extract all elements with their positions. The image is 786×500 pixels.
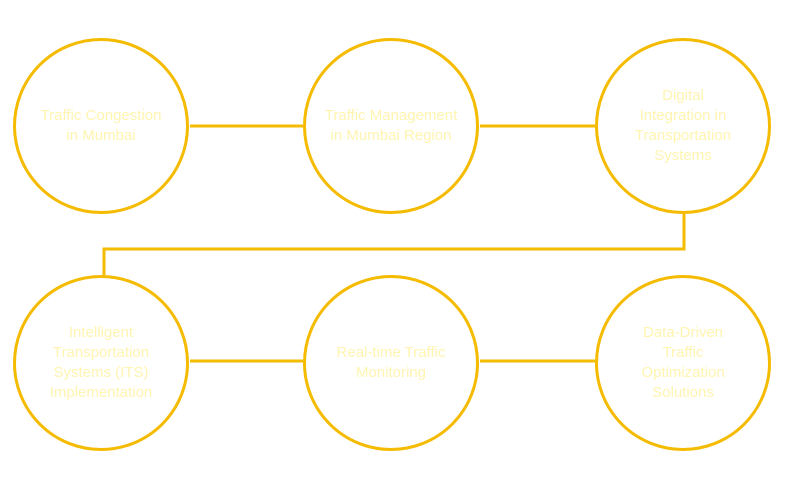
node-realtime-monitoring: Real-time Traffic Monitoring: [303, 275, 479, 451]
node-label: Real-time Traffic Monitoring: [336, 344, 446, 381]
node-data-driven-optimization: Data-Driven Traffic Optimization Solutio…: [595, 275, 771, 451]
node-label: Digital Integration in Transportation Sy…: [634, 87, 732, 164]
node-digital-integration: Digital Integration in Transportation Sy…: [595, 38, 771, 214]
node-label: Traffic Management in Mumbai Region: [324, 107, 458, 144]
node-traffic-congestion: Traffic Congestion in Mumbai: [13, 38, 189, 214]
node-label: Traffic Congestion in Mumbai: [40, 107, 162, 144]
node-label: Data-Driven Traffic Optimization Solutio…: [641, 324, 725, 401]
node-traffic-management: Traffic Management in Mumbai Region: [303, 38, 479, 214]
connector-3-4: [102, 214, 686, 275]
node-its-implementation: Intelligent Transportation Systems (ITS)…: [13, 275, 189, 451]
node-label: Intelligent Transportation Systems (ITS)…: [49, 324, 153, 401]
